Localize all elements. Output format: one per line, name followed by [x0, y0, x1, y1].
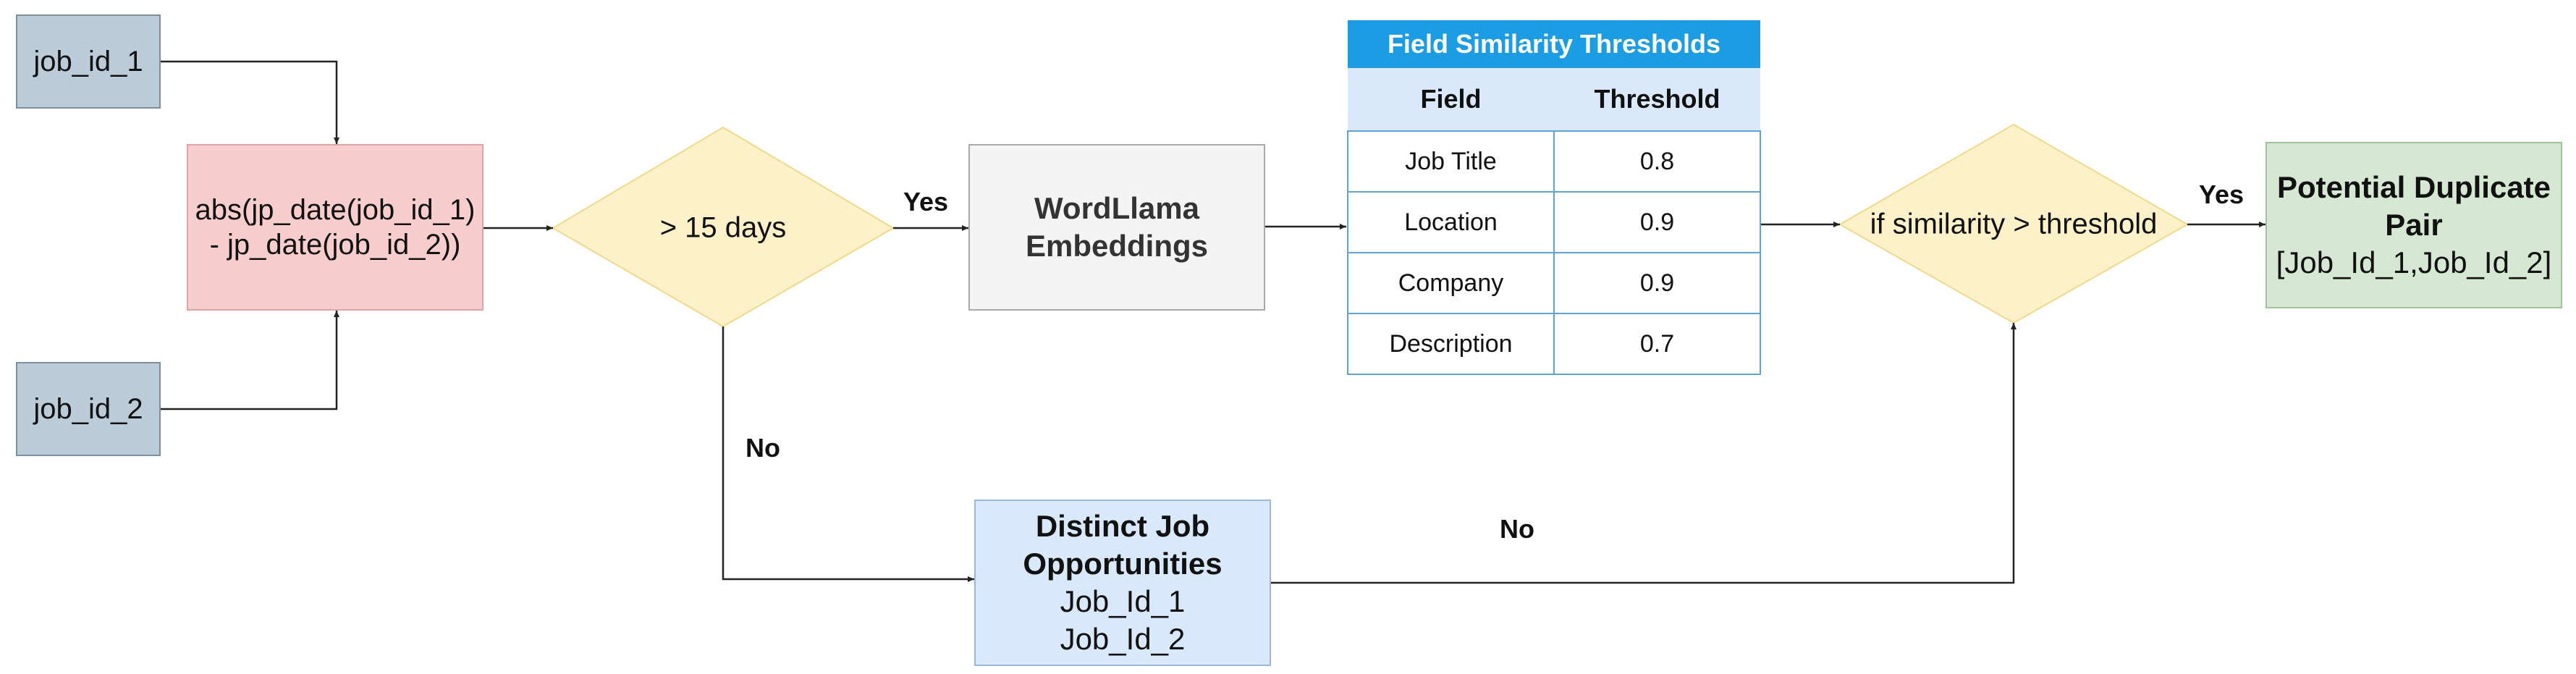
threshold-cell: 0.7: [1553, 313, 1761, 375]
job-id-1-label: job_id_1: [33, 45, 143, 77]
result-line-1: Potential Duplicate: [2276, 170, 2551, 204]
edge-label-yes-1: Yes: [903, 187, 949, 216]
threshold-cell: 0.9: [1553, 252, 1761, 314]
distinct-line-1: Distinct Job: [1035, 509, 1210, 543]
result-line-2: Pair: [2385, 208, 2443, 242]
field-cell: Description: [1347, 313, 1555, 375]
threshold-cell: 0.8: [1553, 130, 1761, 193]
edge-distinct-to-similarity: [1271, 323, 2017, 584]
table-row: Location 0.9: [1347, 191, 1761, 253]
field-similarity-table: Field Similarity Thresholds Field Thresh…: [1347, 20, 1761, 375]
edge-job1-to-calc: [161, 60, 339, 144]
distinct-line-2: Opportunities: [1023, 547, 1222, 581]
date-diff-line-1: abs(jp_date(job_id_1): [195, 194, 476, 226]
field-cell: Location: [1347, 191, 1555, 253]
table-row: Description 0.7: [1347, 313, 1761, 375]
decision-days-label: > 15 days: [659, 211, 787, 244]
table-title: Field Similarity Thresholds: [1348, 20, 1760, 68]
date-diff-line-2: - jp_date(job_id_2)): [209, 229, 461, 261]
decision-similarity-label: if similarity > threshold: [1870, 208, 2158, 240]
embeddings-line-1: WordLlama: [1034, 191, 1199, 225]
date-diff-box: abs(jp_date(job_id_1) - jp_date(job_id_2…: [187, 144, 483, 311]
table-header-threshold: Threshold: [1554, 68, 1760, 131]
distinct-opportunities-box: Distinct Job Opportunities Job_Id_1 Job_…: [974, 500, 1271, 666]
job-id-1-box: job_id_1: [16, 14, 161, 109]
job-id-2-label: job_id_2: [33, 392, 143, 425]
edge-label-no-1: No: [746, 433, 780, 463]
table-header-field: Field: [1348, 68, 1554, 131]
embeddings-line-2: Embeddings: [1025, 229, 1209, 263]
distinct-line-4: Job_Id_2: [1060, 622, 1186, 656]
potential-duplicate-box: Potential Duplicate Pair [Job_Id_1,Job_I…: [2265, 142, 2562, 308]
table-row: Company 0.9: [1347, 252, 1761, 314]
table-row: Job Title 0.8: [1347, 130, 1761, 193]
field-cell: Company: [1347, 252, 1555, 314]
distinct-line-3: Job_Id_1: [1060, 584, 1186, 618]
field-cell: Job Title: [1347, 130, 1555, 193]
edge-label-yes-2: Yes: [2199, 180, 2245, 209]
job-id-2-box: job_id_2: [16, 362, 161, 456]
threshold-cell: 0.9: [1553, 191, 1761, 253]
edge-label-no-2: No: [1500, 514, 1534, 544]
wordllama-embeddings-box: WordLlama Embeddings: [968, 144, 1265, 311]
edge-days-no: [722, 327, 974, 582]
edge-job2-to-calc: [161, 311, 339, 410]
result-line-3: [Job_Id_1,Job_Id_2]: [2276, 245, 2552, 279]
